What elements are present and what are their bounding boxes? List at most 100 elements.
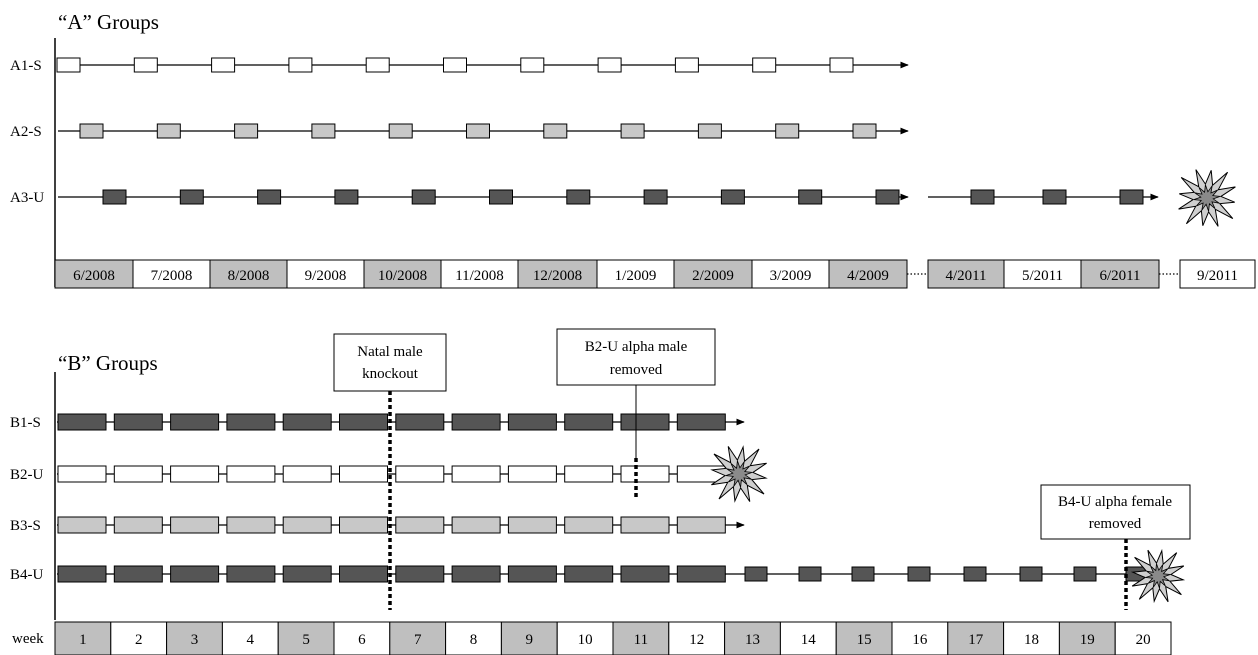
week-label: 17 bbox=[968, 632, 984, 648]
sample-box bbox=[775, 123, 800, 139]
week-label: 14 bbox=[801, 632, 817, 648]
sample-box bbox=[1119, 189, 1144, 205]
month-label: 2/2009 bbox=[692, 268, 734, 284]
weekly-box bbox=[226, 516, 276, 534]
month-label: 5/2011 bbox=[1022, 268, 1063, 284]
weekly-box bbox=[620, 413, 670, 431]
sample-box bbox=[211, 57, 236, 73]
week-cell: 15 bbox=[835, 621, 893, 655]
week-label: 18 bbox=[1024, 632, 1039, 648]
b-row-b4-u: B4-U bbox=[10, 548, 1186, 604]
weekly-box bbox=[113, 465, 163, 483]
month-label: 1/2009 bbox=[615, 268, 657, 284]
weekly-box bbox=[676, 465, 726, 483]
month-cell: 9/2008 bbox=[286, 259, 365, 289]
week-cell: 1 bbox=[54, 621, 112, 655]
weekly-box bbox=[676, 565, 726, 583]
week-cell: 17 bbox=[947, 621, 1005, 655]
weekly-box bbox=[507, 516, 557, 534]
week-cell: 9 bbox=[500, 621, 558, 655]
explosion-icon bbox=[710, 445, 768, 503]
sample-box bbox=[620, 123, 645, 139]
b-row-b3-s: B3-S bbox=[10, 516, 745, 534]
weekly-box bbox=[451, 565, 501, 583]
sample-box bbox=[411, 189, 436, 205]
week-label: 1 bbox=[79, 632, 87, 648]
month-cell: 7/2008 bbox=[132, 259, 211, 289]
weekly-box bbox=[507, 465, 557, 483]
weekly-box bbox=[339, 516, 388, 534]
week-label: 2 bbox=[135, 632, 143, 648]
month-cell: 3/2009 bbox=[751, 259, 830, 289]
sample-box bbox=[597, 57, 622, 73]
weekly-box bbox=[507, 565, 557, 583]
month-label: 11/2008 bbox=[455, 268, 504, 284]
month-label: 9/2011 bbox=[1197, 268, 1238, 284]
weekly-box bbox=[395, 465, 445, 483]
sample-box bbox=[234, 123, 259, 139]
month-cell: 8/2008 bbox=[209, 259, 288, 289]
sample-box bbox=[79, 123, 104, 139]
week-cell: 7 bbox=[389, 621, 447, 655]
month-label: 10/2008 bbox=[378, 268, 427, 284]
row-label: B3-S bbox=[10, 518, 41, 534]
month-cell: 5/2011 bbox=[1003, 259, 1082, 289]
weekly-box bbox=[113, 413, 163, 431]
month-cell: 6/2011 bbox=[1080, 259, 1160, 289]
sample-box bbox=[156, 123, 181, 139]
month-cell: 6/2008 bbox=[54, 259, 134, 289]
week-label: 19 bbox=[1080, 632, 1095, 648]
weekly-box bbox=[451, 516, 501, 534]
month-label: 4/2011 bbox=[945, 268, 986, 284]
sample-box bbox=[543, 123, 568, 139]
weekly-box bbox=[226, 465, 276, 483]
week-cell: 10 bbox=[556, 621, 614, 655]
weekly-box bbox=[620, 516, 670, 534]
month-label: 3/2009 bbox=[770, 268, 812, 284]
weekly-box bbox=[57, 516, 107, 534]
month-label: 7/2008 bbox=[151, 268, 193, 284]
month-cell: 4/2011 bbox=[927, 259, 1005, 289]
weekly-box bbox=[620, 465, 670, 483]
row-label: B2-U bbox=[10, 467, 44, 483]
b-group-rows: B1-SB2-UB3-SB4-U bbox=[10, 413, 1186, 604]
knockout-callout: Natal male knockout bbox=[333, 333, 447, 610]
weekly-box bbox=[226, 565, 276, 583]
week-cell: 2 bbox=[110, 621, 168, 655]
week-label: 16 bbox=[912, 632, 928, 648]
weekly-box bbox=[620, 565, 670, 583]
weekly-box bbox=[451, 413, 501, 431]
sample-box bbox=[970, 189, 995, 205]
sample-box bbox=[566, 189, 591, 205]
week-label: 7 bbox=[414, 632, 422, 648]
month-label: 8/2008 bbox=[228, 268, 270, 284]
month-cell: 9/2011 bbox=[1179, 259, 1256, 289]
b2-removal-callout: B2-U alpha male removed bbox=[556, 328, 716, 497]
sample-box bbox=[875, 189, 900, 205]
weekly-box bbox=[564, 565, 614, 583]
sample-box bbox=[466, 123, 490, 139]
sample-box bbox=[852, 123, 877, 139]
week-label: 6 bbox=[358, 632, 366, 648]
weekly-box bbox=[170, 565, 220, 583]
row-label: B4-U bbox=[10, 567, 44, 583]
row-label: A2-S bbox=[10, 124, 42, 140]
weekly-box bbox=[564, 465, 614, 483]
row-label: A1-S bbox=[10, 58, 42, 74]
b2-callout-line1: B2-U alpha male bbox=[585, 339, 688, 355]
weekly-box bbox=[339, 565, 388, 583]
month-label: 6/2008 bbox=[73, 268, 115, 284]
knockout-callout-line2: knockout bbox=[362, 366, 419, 382]
week-axis-label: week bbox=[12, 631, 44, 647]
month-cell: 1/2009 bbox=[596, 259, 675, 289]
sample-box bbox=[520, 57, 545, 73]
sample-box bbox=[443, 57, 467, 73]
weekly-box bbox=[676, 516, 726, 534]
sample-box bbox=[752, 57, 777, 73]
sample-box bbox=[907, 566, 931, 582]
b-groups-title: “B” Groups bbox=[58, 351, 158, 375]
week-cell: 4 bbox=[221, 621, 279, 655]
sample-box bbox=[311, 123, 336, 139]
